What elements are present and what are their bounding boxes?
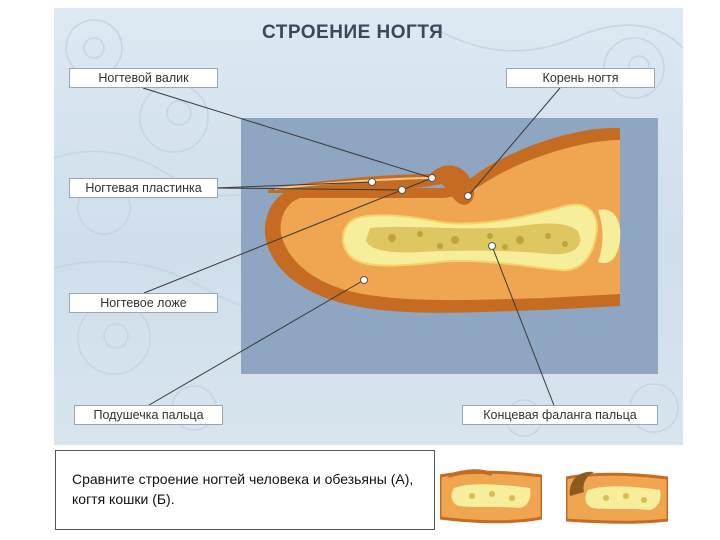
page-title: СТРОЕНИЕ НОГТЯ — [262, 22, 444, 43]
label-nail-root: Корень ногтя — [506, 68, 655, 88]
caption-text: Сравните строение ногтей человека и обез… — [72, 471, 414, 507]
caption-box: Сравните строение ногтей человека и обез… — [55, 450, 435, 530]
cat-claw-illustration — [566, 471, 668, 524]
label-distal-phalanx: Концевая фаланга пальца — [462, 405, 658, 425]
label-nail-bed: Ногтевое ложе — [69, 293, 218, 313]
label-finger-pad: Подушечка пальца — [74, 405, 223, 425]
label-nail-fold: Ногтевой валик — [69, 68, 218, 88]
monkey-nail-illustration — [440, 469, 542, 524]
nail-diagram-background — [241, 118, 658, 374]
label-nail-plate: Ногтевая пластинка — [69, 178, 218, 198]
